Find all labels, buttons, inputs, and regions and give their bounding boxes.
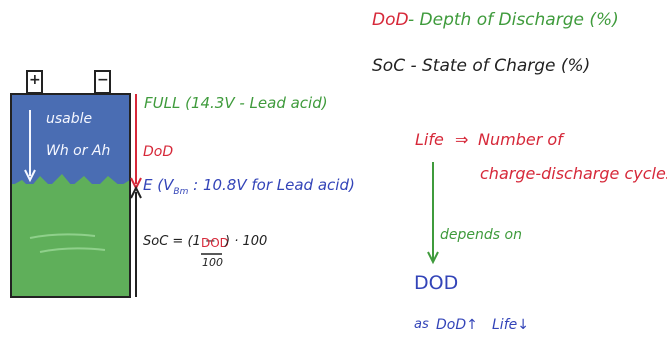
battery-fill-strokes: [29, 233, 106, 253]
cycles-label: charge-discharge cycles: [480, 164, 667, 183]
battery-outline: [10, 93, 131, 298]
usable-label: usable: [46, 111, 93, 127]
empty-prefix: E: [143, 176, 153, 194]
full-label: FULL (14.3V - Lead acid): [144, 94, 328, 112]
soc-formula-numerator: DOD: [201, 236, 229, 250]
usable-unit-label: Wh or Ah: [46, 143, 111, 159]
depends-on-label: depends on: [440, 227, 522, 243]
relation-as: as: [414, 317, 429, 332]
soc-formula-denominator: 100: [202, 256, 223, 269]
plus-sign: +: [29, 72, 41, 88]
empty-voltage-open: (V: [157, 176, 174, 194]
soc-definition: SoC - State of Charge (%): [372, 56, 591, 76]
soc-formula-rhs: ) · 100: [225, 234, 268, 249]
empty-voltage-value: : 10.8V for Lead acid): [193, 176, 355, 194]
dod-side-label: DoD: [143, 144, 174, 160]
number-of-label: Number of: [478, 130, 563, 149]
soc-formula-lhs: SoC = (1 −: [143, 234, 216, 249]
life-label: Life: [415, 130, 444, 149]
charge-level-boundary: [11, 174, 130, 190]
implies-arrow: ⇒: [455, 130, 469, 149]
dod-definition: - Depth of Discharge (%): [408, 10, 619, 30]
minus-sign: −: [97, 72, 109, 88]
battery-usable-region: [11, 94, 130, 184]
dod-target-label: DOD: [414, 272, 459, 294]
battery-reserve-region: [11, 184, 130, 297]
relation-life-down: Life↓: [492, 317, 529, 333]
empty-label: E (VBm : 10.8V for Lead acid): [143, 178, 355, 197]
relation-dod-up: DoD↑: [436, 317, 478, 333]
dod-abbreviation: DoD: [372, 10, 409, 30]
empty-voltage-subscript: Bm: [173, 187, 189, 197]
